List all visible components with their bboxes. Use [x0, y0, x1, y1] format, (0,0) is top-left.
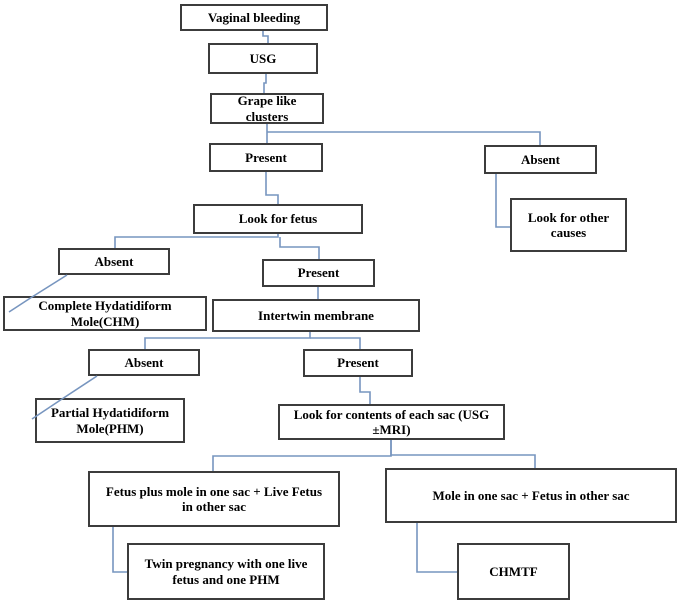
node-chm: Complete Hydatidiform Mole(CHM)	[3, 296, 207, 331]
connector-mole-one-sac-to-chmtf	[416, 523, 457, 573]
node-label-chm: Complete Hydatidiform Mole(CHM)	[38, 298, 172, 329]
connector-look-contents-to-fetus-plus-mole	[212, 440, 392, 471]
connector-look-for-fetus-to-present-2	[279, 237, 320, 259]
node-chmtf: CHMTF	[457, 543, 570, 600]
connector-absent-1-to-look-other-causes	[495, 174, 510, 228]
connector-look-contents-to-mole-one-sac	[390, 440, 536, 468]
node-label-mole-one-sac: Mole in one sac + Fetus in other sac	[432, 487, 630, 503]
node-look-for-fetus: Look for fetus	[193, 204, 363, 234]
node-label-absent-1: Absent	[520, 151, 560, 167]
node-intertwin: Intertwin membrane	[212, 299, 420, 332]
node-mole-one-sac: Mole in one sac + Fetus in other sac	[385, 468, 677, 523]
connector-vaginal-bleeding-to-usg	[262, 31, 269, 43]
node-absent-2: Absent	[58, 248, 170, 275]
node-label-absent-2: Absent	[94, 253, 134, 269]
connector-look-for-fetus-to-absent-2	[114, 234, 279, 248]
node-label-chmtf: CHMTF	[489, 563, 538, 579]
node-absent-1: Absent	[484, 145, 597, 174]
node-label-twin-pregnancy: Twin pregnancy with one live fetus and o…	[144, 556, 308, 587]
node-label-look-other-causes: Look for other causes	[527, 209, 610, 240]
connector-fetus-plus-mole-to-twin-pregnancy	[112, 527, 127, 573]
node-phm: Partial Hydatidiform Mole(PHM)	[35, 398, 185, 443]
node-grape-clusters: Grape like clusters	[210, 93, 324, 124]
node-absent-3: Absent	[88, 349, 200, 376]
node-label-present-1: Present	[245, 149, 287, 165]
node-label-look-for-fetus: Look for fetus	[238, 211, 318, 227]
node-usg: USG	[208, 43, 318, 74]
connector-usg-to-grape-clusters	[263, 74, 267, 93]
node-label-usg: USG	[249, 50, 277, 66]
node-present-3: Present	[303, 349, 413, 377]
node-label-phm: Partial Hydatidiform Mole(PHM)	[50, 405, 170, 436]
node-look-contents: Look for contents of each sac (USG ±MRI)	[278, 404, 505, 440]
node-label-present-3: Present	[337, 355, 379, 371]
node-label-look-contents: Look for contents of each sac (USG ±MRI)	[293, 406, 490, 437]
node-label-absent-3: Absent	[124, 354, 164, 370]
node-label-intertwin: Intertwin membrane	[258, 307, 374, 323]
connector-present-1-to-look-for-fetus	[265, 172, 279, 204]
connector-present-3-to-look-contents	[359, 377, 371, 404]
node-label-present-2: Present	[297, 265, 340, 281]
node-fetus-plus-mole: Fetus plus mole in one sac + Live Fetus …	[88, 471, 340, 527]
connector-intertwin-to-absent-3	[144, 332, 311, 349]
node-vaginal-bleeding: Vaginal bleeding	[180, 4, 328, 31]
node-present-1: Present	[209, 143, 323, 172]
node-twin-pregnancy: Twin pregnancy with one live fetus and o…	[127, 543, 325, 600]
node-label-grape-clusters: Grape like clusters	[237, 93, 297, 124]
node-present-2: Present	[262, 259, 375, 287]
connector-intertwin-to-present-3	[310, 337, 361, 349]
node-label-vaginal-bleeding: Vaginal bleeding	[207, 9, 301, 25]
node-look-other-causes: Look for other causes	[510, 198, 627, 252]
node-label-fetus-plus-mole: Fetus plus mole in one sac + Live Fetus …	[105, 483, 323, 514]
